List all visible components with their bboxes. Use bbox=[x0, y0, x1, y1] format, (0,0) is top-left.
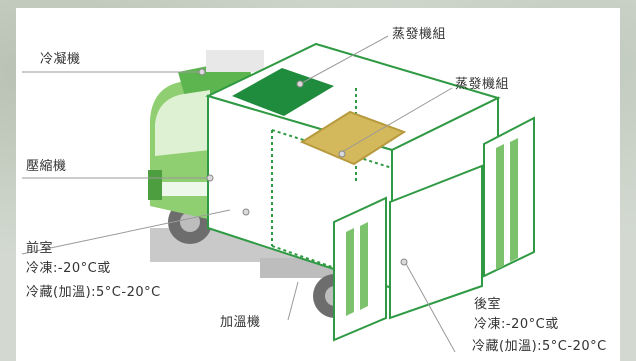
evaporator-top-label: 蒸發機組 bbox=[392, 27, 447, 42]
front-room-freeze: 冷凍:-20°C或 bbox=[26, 261, 111, 276]
condenser-label: 冷凝機 bbox=[40, 52, 81, 67]
evaporator-units bbox=[232, 68, 407, 166]
rear-room-title: 後室 bbox=[474, 297, 502, 312]
heater-label: 加溫機 bbox=[220, 315, 261, 330]
front-room-chill: 冷藏(加溫):5°C-20°C bbox=[26, 285, 161, 300]
rear-doors bbox=[333, 116, 535, 342]
rear-room-chill: 冷藏(加溫):5°C-20°C bbox=[472, 339, 607, 354]
leader-lines bbox=[21, 35, 456, 353]
rear-room-freeze: 冷凍:-20°C或 bbox=[474, 317, 559, 332]
compressor-label: 壓縮機 bbox=[26, 159, 67, 174]
leader-dots bbox=[198, 68, 408, 266]
evaporator-mid-label: 蒸發機組 bbox=[455, 77, 510, 92]
front-room-title: 前室 bbox=[26, 241, 54, 256]
